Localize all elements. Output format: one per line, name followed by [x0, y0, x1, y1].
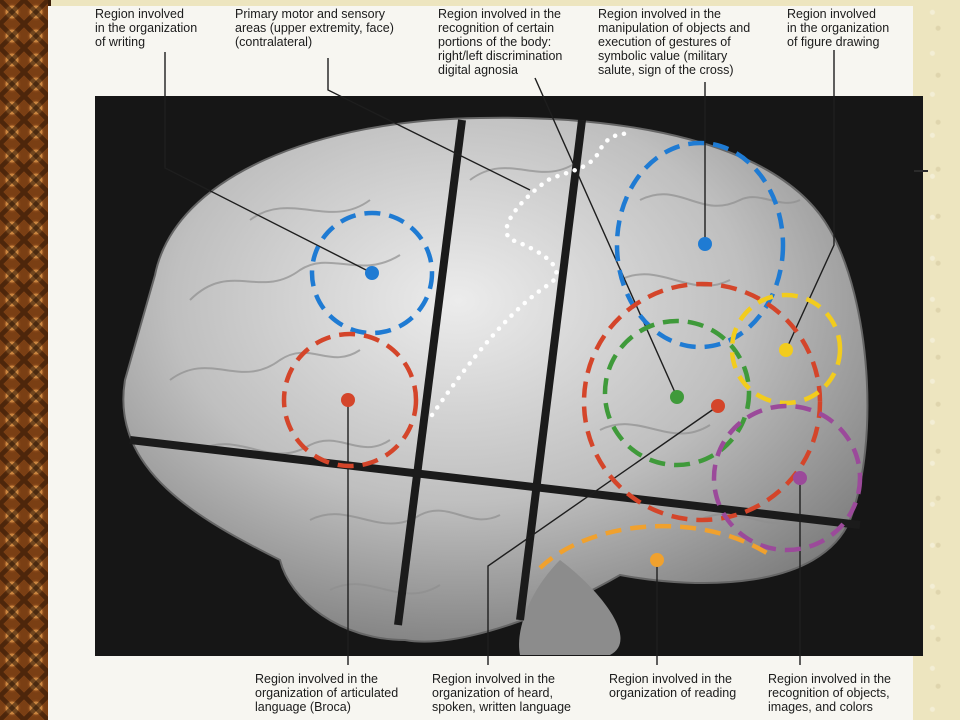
label-body-parts: Region involved in the recognition of ce… [438, 7, 563, 77]
label-gestures: Region involved in the manipulation of o… [598, 7, 751, 77]
region-body-parts [602, 318, 752, 468]
region-objects-ellipse [711, 403, 863, 553]
label-broca: Region involved in the organization of a… [255, 672, 399, 714]
region-heard-language-dot [711, 399, 725, 413]
region-heard-language [581, 281, 823, 523]
region-objects-dot [793, 471, 807, 485]
region-figure-drawing [729, 292, 843, 406]
region-broca-dot [341, 393, 355, 407]
region-gestures [614, 140, 786, 350]
label-reading: Region involved in the organization of r… [609, 672, 737, 700]
region-writing [309, 210, 435, 336]
region-objects [711, 403, 863, 553]
region-body-parts-dot [670, 390, 684, 404]
region-reading-arc [538, 523, 772, 570]
region-figure-drawing-circle [729, 292, 843, 406]
leader-lines [164, 50, 835, 665]
label-motor-sensory: Primary motor and sensory areas (upper e… [235, 7, 394, 49]
brain-shape [122, 116, 869, 643]
region-writing-circle [309, 210, 435, 336]
white-dotted-path [429, 131, 635, 418]
label-writing: Region involved in the organization of w… [95, 7, 198, 49]
region-body-parts-circle [602, 318, 752, 468]
region-broca [281, 331, 419, 469]
label-objects: Region involved in the recognition of ob… [768, 672, 891, 714]
region-gestures-dot [698, 237, 712, 251]
brainstem-shape [519, 560, 621, 655]
label-heard-language: Region involved in the organization of h… [432, 672, 571, 714]
region-reading-dot [650, 553, 664, 567]
region-writing-dot [365, 266, 379, 280]
label-figure-drawing: Region involved in the organization of f… [787, 7, 890, 49]
region-broca-circle [281, 331, 419, 469]
region-figure-drawing-dot [779, 343, 793, 357]
decorative-left-border [0, 0, 51, 720]
region-reading [538, 523, 772, 570]
dash-mark [914, 170, 928, 172]
region-gestures-ellipse [614, 140, 786, 350]
region-heard-language-circle [581, 281, 823, 523]
